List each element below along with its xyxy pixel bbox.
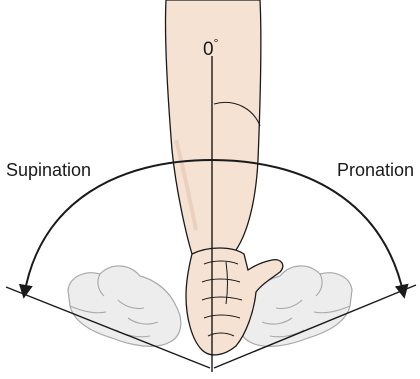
zero-value: 0 (203, 39, 214, 60)
pronation-label: Pronation (337, 160, 414, 180)
degree-mark: ° (214, 36, 219, 50)
supination-label: Supination (6, 160, 91, 180)
